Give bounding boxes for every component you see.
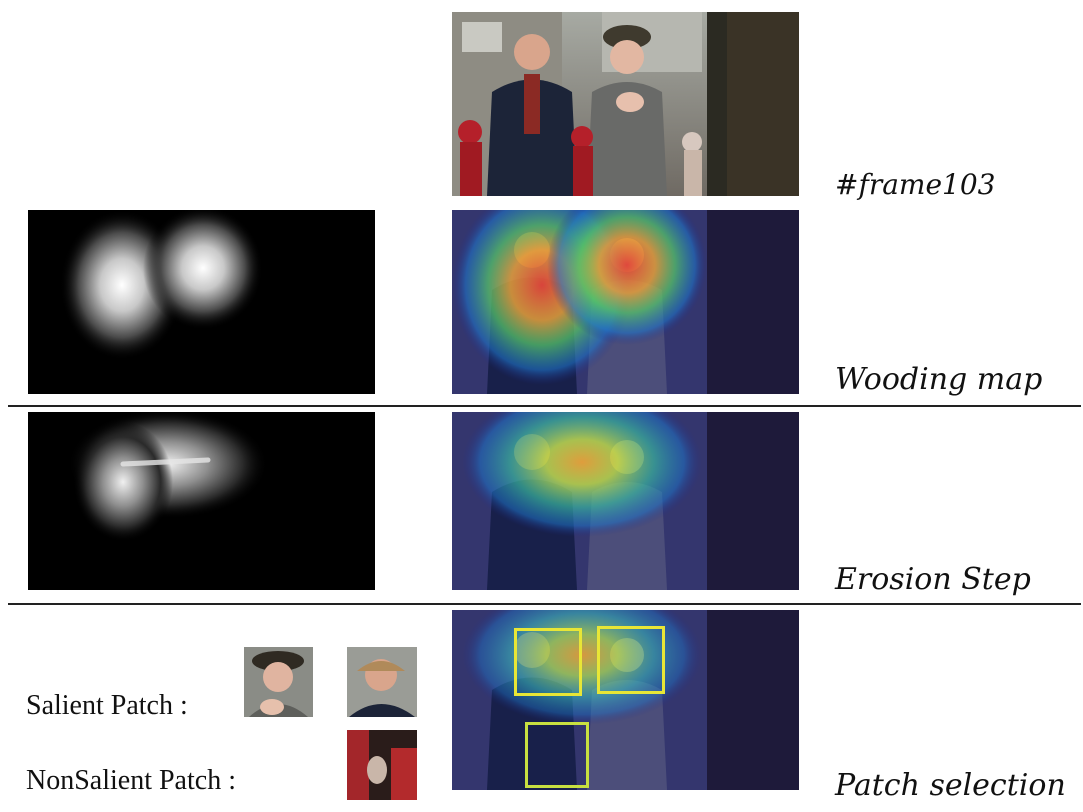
salient-patch-label: Salient Patch :: [26, 690, 188, 721]
salient-patch-thumbnail: [244, 647, 313, 717]
wooding-map-caption: Wooding map: [835, 362, 1043, 397]
frame-number-label: #frame103: [835, 168, 996, 201]
salient-patch-box: [514, 628, 582, 696]
patch-selection-caption: Patch selection: [835, 768, 1066, 803]
erosion-overlay-image: [452, 412, 799, 590]
patch-selection-overlay-image: [452, 610, 799, 790]
row-divider: [8, 603, 1081, 605]
salient-patch-thumbnail: [347, 647, 417, 717]
erosion-step-caption: Erosion Step: [835, 562, 1031, 597]
nonsalient-patch-box: [525, 722, 589, 788]
wooding-overlay-image: [452, 210, 799, 394]
salient-patch-box: [597, 626, 665, 694]
original-frame-image: [452, 12, 799, 196]
nonsalient-patch-label: NonSalient Patch :: [26, 765, 236, 796]
wooding-saliency-map: [28, 210, 375, 394]
row-divider: [8, 405, 1081, 407]
eroded-saliency-map: [28, 412, 375, 590]
nonsalient-patch-thumbnail: [347, 730, 417, 800]
